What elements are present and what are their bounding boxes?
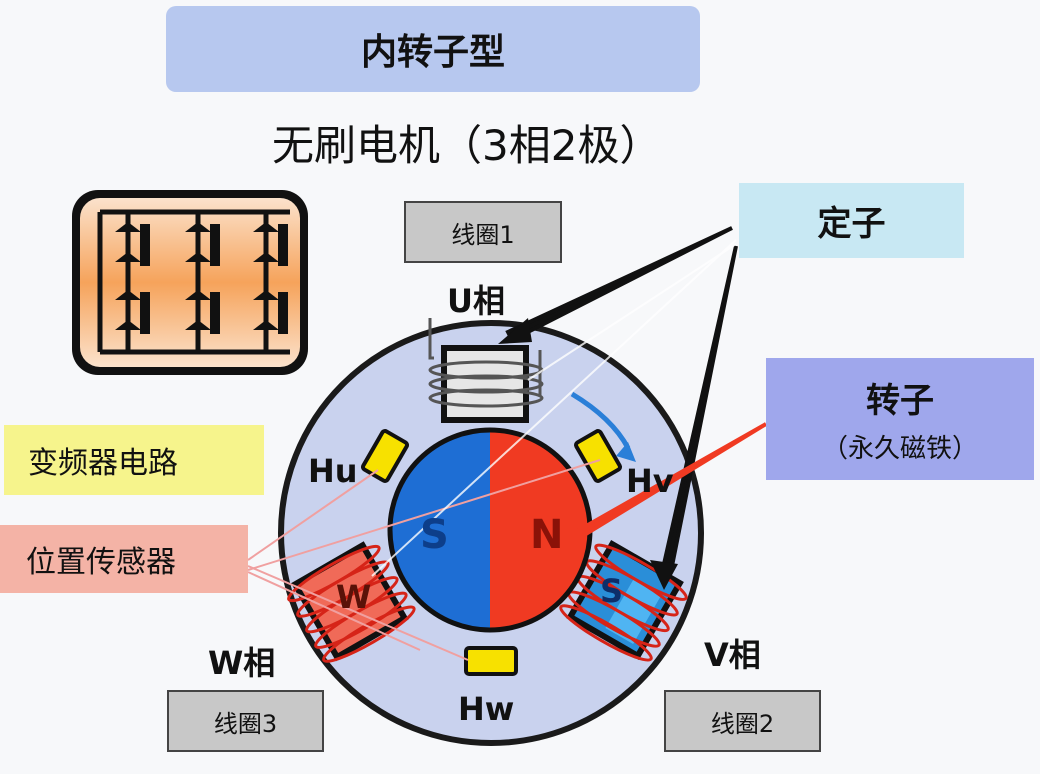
- position-sensor-lines: [247, 459, 601, 661]
- hall-sensor-hw: [464, 646, 518, 676]
- subtitle: 无刷电机（3相2极）: [272, 121, 662, 170]
- rotor-label-box: 转子 （永久磁铁）: [766, 358, 1034, 480]
- hall-sensor-hv: [573, 429, 623, 483]
- stator-label-box: 定子: [739, 183, 964, 258]
- hall-label-hu: Hu: [308, 452, 358, 490]
- rotor-pointer-arrow: [556, 422, 768, 552]
- coil1-label: 线圈1: [404, 201, 562, 263]
- hall-label-hv: Hv: [626, 462, 674, 500]
- rotor-s-pole: S: [420, 512, 449, 558]
- hall-sensor-hu: [360, 429, 410, 483]
- inverter-circuit-icon: [72, 190, 308, 375]
- w-phase-coil: [287, 541, 416, 663]
- position-sensor-label-box: 位置传感器: [0, 525, 248, 593]
- w-phase-label: W相: [208, 644, 276, 682]
- coil3-label: 线圈3: [167, 690, 324, 752]
- u-phase-label: U相: [447, 282, 505, 320]
- coil2-label: 线圈2: [664, 690, 821, 752]
- stator-pointer-arrows: [498, 226, 738, 590]
- inverter-wire-lines: [371, 239, 737, 577]
- rotor: [387, 427, 593, 633]
- rotation-arrow: [570, 391, 636, 462]
- rotor-note: （永久磁铁）: [821, 434, 978, 464]
- rotor-n-pole: N: [530, 512, 564, 558]
- hall-label-hw: Hw: [458, 690, 515, 728]
- w-coil-pole: W: [336, 578, 372, 616]
- rotor-label: 转子: [866, 381, 934, 421]
- v-phase-label: V相: [704, 636, 761, 674]
- v-coil-pole: S: [600, 572, 624, 610]
- v-phase-coil: [559, 540, 688, 662]
- title-box: 内转子型: [166, 6, 700, 92]
- inverter-label-box: 变频器电路: [4, 425, 264, 495]
